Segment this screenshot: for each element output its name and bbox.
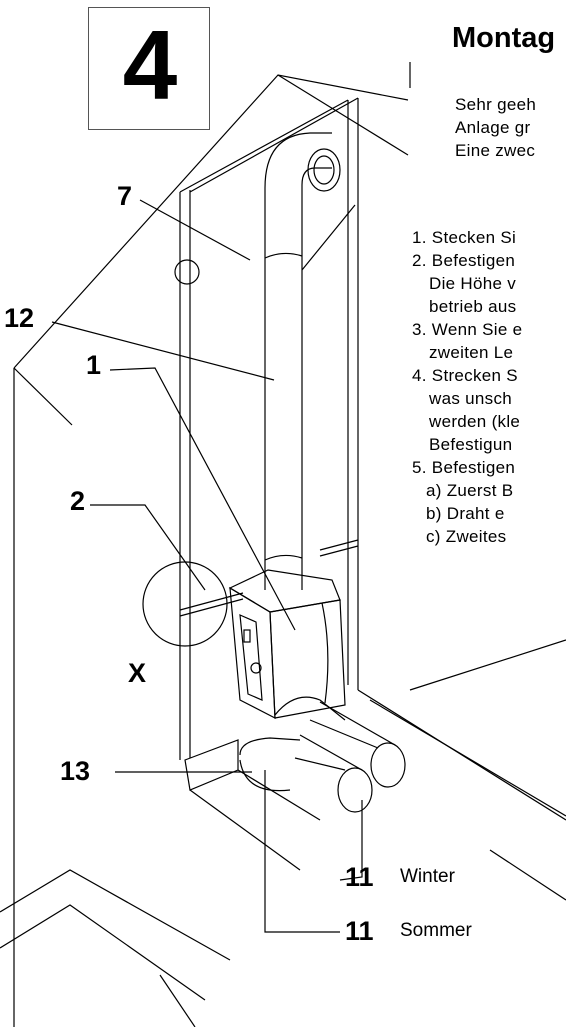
wall-top-line bbox=[13, 367, 73, 426]
pipe-joint2 bbox=[264, 554, 303, 561]
heater-box-side bbox=[229, 586, 276, 720]
floor-line-left bbox=[0, 869, 231, 961]
step-text: 1. Stecken Si bbox=[412, 228, 517, 247]
bracket-rod-lower2 bbox=[179, 598, 244, 617]
leader-11-winter bbox=[339, 800, 363, 881]
base-frame-line bbox=[189, 789, 301, 871]
right-floor-edge bbox=[489, 849, 566, 901]
bracket-rod-right bbox=[319, 539, 359, 551]
callout-1: 1 bbox=[86, 350, 102, 380]
exhaust-elbow bbox=[264, 132, 332, 189]
bracket-wire-upper bbox=[301, 204, 356, 271]
step-text: 4. Strecken S bbox=[412, 366, 518, 385]
callout-13: 13 bbox=[60, 756, 91, 786]
step-text: betrieb aus bbox=[429, 297, 517, 316]
pipe-down-elbow bbox=[239, 737, 301, 756]
leader-2 bbox=[90, 504, 206, 591]
callout-12: 12 bbox=[4, 303, 35, 333]
intro-line: Sehr geeh bbox=[455, 95, 537, 114]
pipe-sommer bbox=[294, 734, 363, 771]
heater-knob bbox=[250, 662, 262, 674]
callout-11-sommer: 11 bbox=[345, 916, 374, 946]
intro-line: Eine zwec bbox=[455, 141, 536, 160]
heater-panel bbox=[239, 614, 263, 701]
detail-circle-x bbox=[142, 561, 228, 647]
heater-box-top bbox=[228, 569, 341, 613]
step-text: zweiten Le bbox=[429, 343, 514, 362]
connector-body bbox=[274, 696, 346, 721]
stud-top-bar bbox=[179, 99, 349, 193]
step-text: Die Höhe v bbox=[429, 274, 517, 293]
pipe-down-elbow2 bbox=[239, 759, 291, 792]
pipe-winter bbox=[309, 701, 396, 749]
base-frame-line2 bbox=[237, 769, 321, 821]
step-text: c) Zweites bbox=[426, 527, 507, 546]
callout-2: 2 bbox=[70, 486, 86, 516]
base-frame bbox=[184, 739, 239, 791]
heater-badge bbox=[243, 629, 251, 643]
leader-7 bbox=[139, 199, 251, 261]
bracket-rod-lower bbox=[179, 592, 244, 611]
step-text: werden (kle bbox=[429, 412, 521, 431]
stud-top-bar-inner bbox=[189, 97, 359, 193]
step-text: 3. Wenn Sie e bbox=[412, 320, 523, 339]
floor-line-lower bbox=[0, 904, 206, 1001]
step-text: a) Zuerst B bbox=[426, 481, 514, 500]
caption-sommer: Sommer bbox=[400, 920, 472, 941]
page-title: Montag bbox=[452, 22, 556, 54]
step-text: was unsch bbox=[429, 389, 513, 408]
intro-line: Anlage gr bbox=[455, 118, 531, 137]
floor-edge-right bbox=[159, 974, 196, 1027]
step-text: Befestigun bbox=[429, 435, 513, 454]
heater-curve-front bbox=[321, 602, 329, 704]
exhaust-opening bbox=[307, 148, 341, 192]
step-text: 5. Befestigen bbox=[412, 458, 516, 477]
leader-12 bbox=[51, 321, 275, 381]
right-floor-line2 bbox=[369, 699, 566, 817]
exhaust-opening-inner bbox=[313, 155, 335, 185]
heater-box-front bbox=[269, 599, 346, 719]
exhaust-elbow-inner bbox=[301, 167, 332, 186]
step-number: 4 bbox=[122, 10, 178, 120]
right-wall-line bbox=[409, 639, 566, 691]
callout-7: 7 bbox=[117, 181, 133, 211]
callout-11-winter: 11 bbox=[345, 862, 374, 892]
pipe-winter-end bbox=[370, 742, 406, 788]
step-text: b) Draht e bbox=[426, 504, 505, 523]
leader-1 bbox=[109, 367, 296, 631]
bracket-rod-right2 bbox=[319, 545, 359, 557]
pipe-sommer-end bbox=[337, 767, 373, 813]
step-text: 2. Befestigen bbox=[412, 251, 516, 270]
roof-slope-inner bbox=[277, 74, 409, 156]
pipe-joint bbox=[264, 252, 303, 259]
callout-x: X bbox=[128, 658, 147, 688]
leader-11-sommer bbox=[264, 770, 340, 933]
step-number-box: 4 bbox=[88, 7, 210, 130]
caption-winter: Winter bbox=[400, 866, 455, 887]
detail-circle-7 bbox=[174, 259, 200, 285]
